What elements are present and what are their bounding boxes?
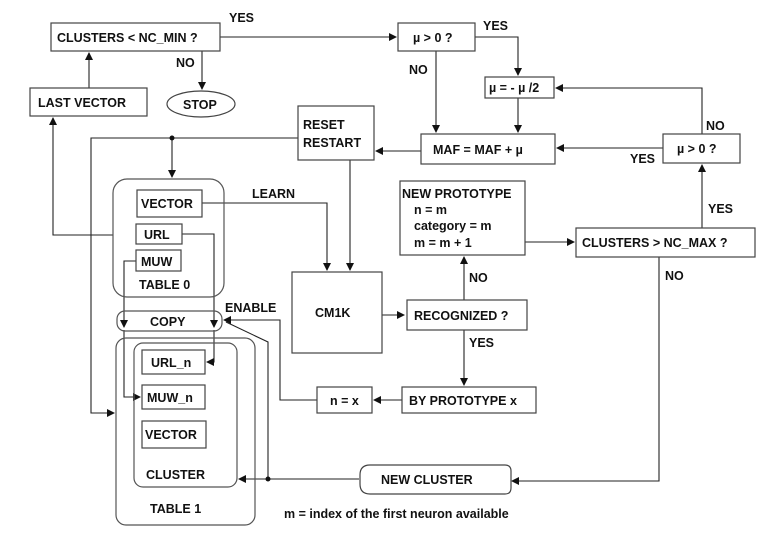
edge-muw-copy bbox=[120, 260, 136, 328]
node-label: STOP bbox=[183, 98, 217, 112]
edge-mu-top-yes bbox=[475, 36, 522, 76]
cluster-group: CLUSTER bbox=[133, 342, 238, 488]
node-label: NEW CLUSTER bbox=[381, 473, 473, 487]
node-new-cluster[interactable]: NEW CLUSTER bbox=[359, 464, 512, 495]
node-mu-half[interactable]: µ = - µ /2 bbox=[484, 76, 555, 99]
node-label: COPY bbox=[150, 315, 186, 329]
field-label: MUW_n bbox=[147, 391, 193, 405]
label-no: NO bbox=[176, 56, 195, 70]
label-yes: YES bbox=[483, 19, 508, 33]
label-yes: YES bbox=[708, 202, 733, 216]
field-muw-n[interactable]: MUW_n bbox=[141, 384, 206, 410]
node-label: CLUSTERS < NC_MIN ? bbox=[57, 31, 198, 45]
field-label: URL bbox=[144, 228, 170, 242]
label-no: NO bbox=[469, 271, 488, 285]
edge-copy-muw-n bbox=[123, 330, 141, 401]
node-copy[interactable]: COPY bbox=[116, 310, 223, 332]
node-label: m = m + 1 bbox=[414, 236, 472, 250]
node-label: RECOGNIZED ? bbox=[414, 309, 508, 323]
edge-table0-last-vector bbox=[49, 117, 113, 236]
node-reset-restart[interactable]: RESET RESTART bbox=[297, 105, 375, 161]
node-label: µ = - µ /2 bbox=[489, 81, 539, 95]
field-label: MUW bbox=[141, 255, 172, 269]
node-by-prototype[interactable]: BY PROTOTYPE x bbox=[401, 386, 537, 414]
node-label: n = m bbox=[414, 203, 447, 217]
node-last-vector[interactable]: LAST VECTOR bbox=[29, 87, 148, 117]
node-label: µ > 0 ? bbox=[413, 31, 453, 45]
node-label: NEW PROTOTYPE bbox=[402, 187, 512, 201]
table-1: TABLE 1 bbox=[115, 337, 256, 526]
field-muw[interactable]: MUW bbox=[135, 249, 182, 272]
edge-learn bbox=[202, 202, 331, 271]
node-label: µ > 0 ? bbox=[677, 142, 717, 156]
edge-max-no bbox=[511, 257, 660, 485]
node-label: LAST VECTOR bbox=[38, 96, 126, 110]
node-clusters-lt-min[interactable]: CLUSTERS < NC_MIN ? bbox=[50, 22, 221, 52]
footnote: m = index of the first neuron available bbox=[284, 507, 509, 521]
edge-copy-url-n bbox=[206, 330, 215, 366]
label-no: NO bbox=[665, 269, 684, 283]
junction-dot bbox=[265, 476, 271, 482]
field-vector[interactable]: VECTOR bbox=[136, 189, 203, 218]
node-mu-gt-0-top[interactable]: µ > 0 ? bbox=[397, 22, 476, 52]
edge-nx-enable bbox=[223, 316, 317, 401]
label-learn: LEARN bbox=[252, 187, 295, 201]
node-label: BY PROTOTYPE x bbox=[409, 394, 517, 408]
node-maf-update[interactable]: MAF = MAF + µ bbox=[420, 133, 556, 165]
edge-reset-bus bbox=[90, 137, 298, 417]
node-clusters-gt-max[interactable]: CLUSTERS > NC_MAX ? bbox=[575, 227, 756, 258]
node-new-prototype[interactable]: NEW PROTOTYPE n = m category = m m = m +… bbox=[399, 180, 526, 256]
node-label: CLUSTERS > NC_MAX ? bbox=[582, 236, 728, 250]
edge-junction-enable bbox=[225, 321, 269, 479]
cluster-label: CLUSTER bbox=[146, 468, 205, 482]
node-n-eq-x[interactable]: n = x bbox=[316, 386, 373, 414]
label-yes: YES bbox=[630, 152, 655, 166]
node-mu-gt-0-right[interactable]: µ > 0 ? bbox=[662, 133, 741, 164]
field-vector-1[interactable]: VECTOR bbox=[141, 420, 207, 449]
label-yes: YES bbox=[229, 11, 254, 25]
label-yes: YES bbox=[469, 336, 494, 350]
node-cm1k[interactable]: CM1K bbox=[291, 271, 383, 354]
connectors bbox=[49, 33, 706, 485]
node-label: RESET bbox=[303, 118, 345, 132]
field-label: URL_n bbox=[151, 356, 191, 370]
node-label: CM1K bbox=[315, 306, 350, 320]
table-label: TABLE 1 bbox=[150, 502, 201, 516]
label-no: NO bbox=[409, 63, 428, 77]
node-label: category = m bbox=[414, 219, 491, 233]
label-no: NO bbox=[706, 119, 725, 133]
junction-dot bbox=[169, 135, 175, 141]
field-label: VECTOR bbox=[141, 197, 193, 211]
field-url[interactable]: URL bbox=[135, 223, 183, 245]
node-stop[interactable]: STOP bbox=[166, 90, 236, 118]
field-label: VECTOR bbox=[145, 428, 197, 442]
node-label: MAF = MAF + µ bbox=[433, 143, 523, 157]
node-recognized[interactable]: RECOGNIZED ? bbox=[406, 299, 528, 331]
table-0: TABLE 0 bbox=[112, 178, 225, 298]
label-enable: ENABLE bbox=[225, 301, 276, 315]
node-label: RESTART bbox=[303, 136, 361, 150]
field-url-n[interactable]: URL_n bbox=[141, 349, 206, 375]
node-label: n = x bbox=[330, 394, 359, 408]
table-label: TABLE 0 bbox=[139, 278, 190, 292]
edge-mu-right-no bbox=[555, 84, 703, 134]
